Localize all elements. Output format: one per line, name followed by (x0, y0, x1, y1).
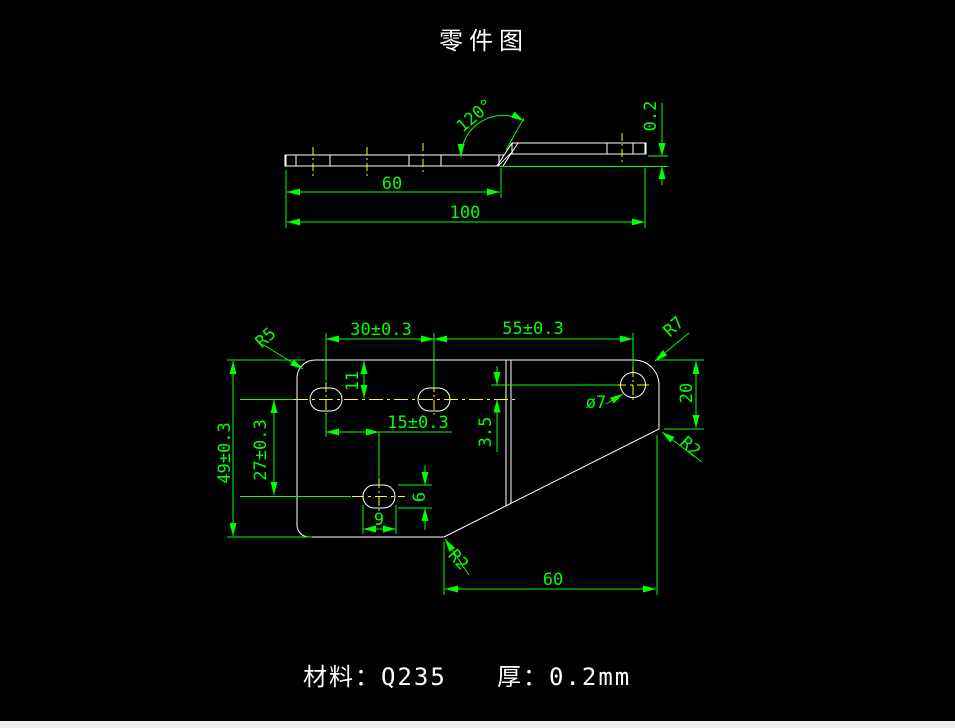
leader-r5 (261, 343, 304, 370)
material-note: 材料：Q235 厚：0.2mm (303, 663, 631, 691)
dim-center-offset: 3.5 (476, 417, 496, 448)
dim-small-slot-height: 6 (410, 492, 430, 502)
dim-arc-120 (457, 111, 525, 158)
thickness-text: 厚：0.2mm (497, 663, 631, 691)
leader-dia7 (605, 393, 624, 405)
upper-strip-outline (511, 142, 647, 155)
plan-centerlines (294, 367, 652, 514)
dim-row-spacing: 27±0.3 (251, 419, 271, 480)
dim-slot-pitch: 30±0.3 (350, 320, 411, 340)
section-centerlines (312, 133, 623, 177)
dim-bend-position: 60 (382, 174, 402, 194)
dim-total-length: 100 (450, 203, 481, 223)
dim-hole-pitch: 55±0.3 (502, 319, 563, 339)
section-view: 60 100 0.2 120° (284, 95, 668, 228)
dim-step: 0.2 (641, 101, 661, 132)
leader-r2-bottom (444, 538, 470, 576)
dim-plate-height: 49±0.3 (215, 422, 235, 483)
dim-right-edge: 20 (677, 383, 697, 403)
drawing-title: 零件图 (439, 27, 529, 55)
leader-r2-right (661, 431, 703, 463)
dim-hole-diameter: ø7 (586, 393, 606, 413)
bottom-strip (0, 721, 955, 728)
dim-notch-length: 60 (543, 570, 563, 590)
material-text: 材料：Q235 (303, 663, 447, 691)
dim-top-to-slot: 11 (343, 371, 363, 391)
lower-strip-outline (284, 154, 504, 167)
dim-slot-to-slot: 15±0.3 (387, 413, 448, 433)
leader-r7 (654, 332, 690, 362)
plan-extension-lines (227, 333, 704, 595)
dim-small-slot-width: 9 (374, 510, 384, 530)
